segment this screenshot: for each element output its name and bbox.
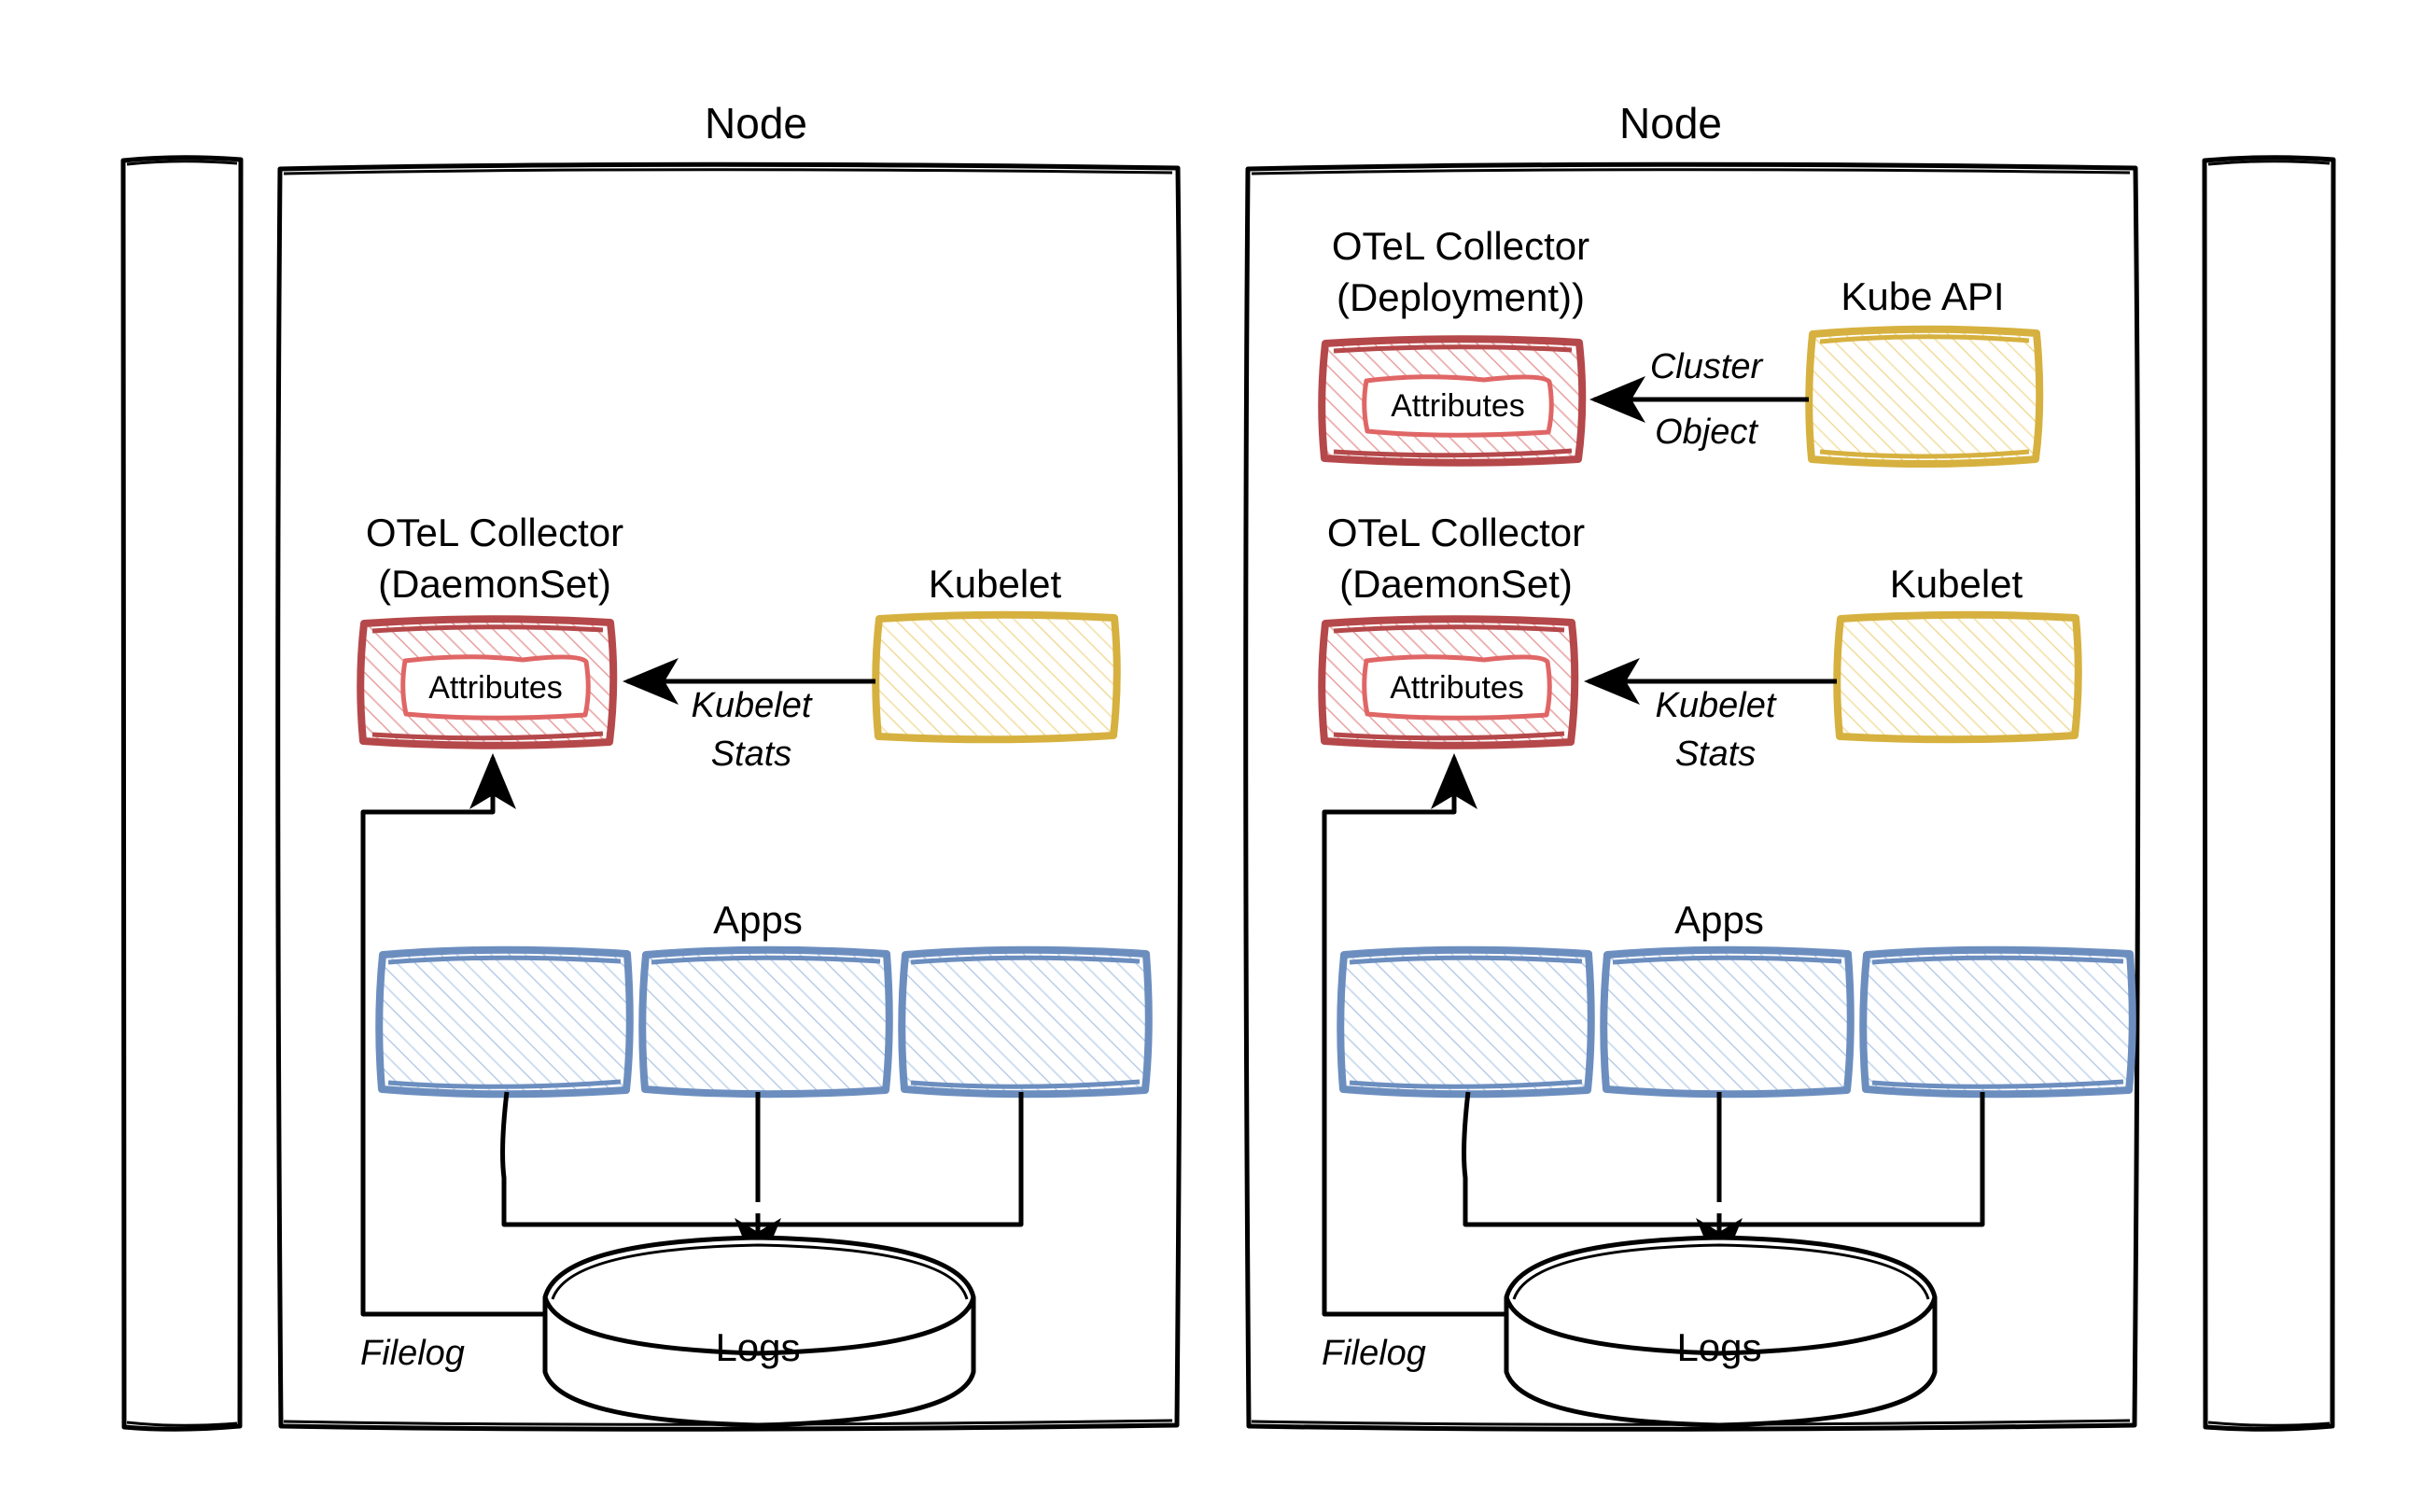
node-1-app-3[interactable] [898, 945, 1153, 1099]
node-2-app-2[interactable] [1600, 945, 1855, 1099]
node-2-logs-store[interactable]: Logs [1504, 1235, 1938, 1428]
edge-label-line2: Object [1655, 413, 1758, 452]
collector-title-line1: OTeL Collector [1332, 224, 1589, 268]
node-2-filelog-edge: Filelog [1322, 753, 1508, 1373]
node-title: Node [1619, 99, 1722, 147]
edge-label-line1: Kubelet [692, 686, 813, 725]
edge-label-line2: Stats [1675, 735, 1757, 774]
node-2-kubelet[interactable]: Kubelet [1833, 562, 2082, 744]
filelog-label: Filelog [360, 1334, 465, 1373]
node-2-kube-api[interactable]: Kube API [1805, 274, 2044, 468]
apps-label: Apps [1674, 898, 1764, 942]
edge-label-line2: Stats [711, 735, 792, 774]
node-boundary [1243, 161, 2141, 1432]
collector-title-line1: OTeL Collector [366, 511, 623, 554]
kubelet-box [1833, 610, 2082, 744]
attributes-label: Attributes [1390, 670, 1524, 706]
node-title: Node [705, 99, 807, 147]
node-1: Node OTeL Collector (DaemonSet) Attribut… [275, 99, 1183, 1432]
node-boundary [275, 161, 1183, 1432]
node-1-kubelet[interactable]: Kubelet [872, 562, 1121, 744]
attributes-label: Attributes [1391, 388, 1525, 424]
partial-node-left [120, 155, 244, 1432]
kubelet-label: Kubelet [1890, 562, 2023, 606]
filelog-label: Filelog [1322, 1334, 1426, 1373]
node-2-daemonset-collector[interactable]: OTeL Collector (DaemonSet) Attributes [1318, 511, 1585, 749]
apps-label: Apps [713, 898, 803, 942]
node-2-app-1[interactable] [1337, 945, 1595, 1099]
kubelet-label: Kubelet [929, 562, 1062, 606]
attributes-box [400, 654, 591, 721]
node-1-logs-store[interactable]: Logs [542, 1235, 976, 1428]
attributes-box [1362, 374, 1554, 438]
kube-api-box [1805, 325, 2044, 468]
edge-label-line1: Kubelet [1656, 686, 1777, 725]
logs-label: Logs [1676, 1325, 1761, 1369]
collector-title-line2: (Deployment)) [1337, 275, 1585, 319]
node-2-app-3[interactable] [1859, 945, 2136, 1099]
attributes-label: Attributes [428, 670, 563, 706]
collector-title-line1: OTeL Collector [1327, 511, 1585, 554]
node-1-kubelet-stats-edge: Kubelet Stats [623, 658, 875, 774]
partial-node-right [2202, 155, 2336, 1432]
edge-label-line1: Cluster [1650, 347, 1764, 386]
node-1-filelog-edge: Filelog [360, 753, 547, 1373]
collector-title-line2: (DaemonSet) [378, 562, 611, 606]
node-1-daemonset-collector[interactable]: OTeL Collector (DaemonSet) Attributes [357, 511, 623, 749]
node-2: Node OTeL Collector (Deployment)) Attrib… [1243, 99, 2141, 1432]
node-1-app-1[interactable] [375, 945, 634, 1099]
node-1-app-2[interactable] [638, 945, 893, 1099]
kubelet-box [872, 610, 1121, 744]
kube-api-label: Kube API [1841, 274, 2004, 318]
node-2-cluster-object-edge: Cluster Object [1589, 347, 1809, 452]
collector-title-line2: (DaemonSet) [1339, 562, 1573, 606]
node-2-deployment-collector[interactable]: OTeL Collector (Deployment)) Attributes [1318, 224, 1589, 467]
logs-label: Logs [715, 1325, 800, 1369]
node-2-kubelet-stats-edge: Kubelet Stats [1584, 658, 1837, 774]
node-1-apps-to-logs-edges [500, 1091, 1024, 1274]
attributes-box [1362, 654, 1552, 721]
